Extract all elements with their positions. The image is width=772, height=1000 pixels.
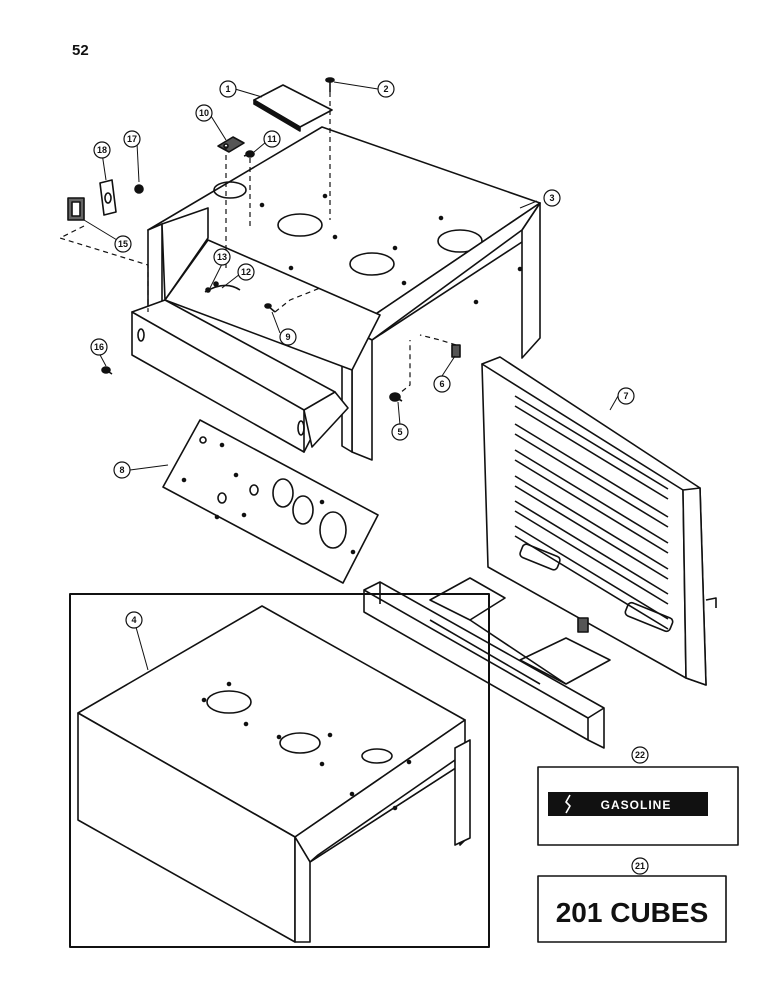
- gasoline-label: GASOLINE: [601, 798, 672, 812]
- gasoline-decal: GASOLINE: [537, 766, 739, 846]
- callout-7: 7: [623, 391, 628, 401]
- cover-plate: [253, 84, 333, 132]
- screw-small: [243, 150, 255, 158]
- gasket-plate: [99, 179, 117, 216]
- callout-markers: [90, 80, 649, 875]
- callout-21: 21: [635, 861, 645, 871]
- callout-1: 1: [225, 84, 230, 94]
- callout-17: 17: [127, 134, 137, 144]
- nut: [134, 184, 144, 194]
- callout-13: 13: [217, 252, 227, 262]
- dash-recess: [164, 239, 381, 371]
- front-bezel: [131, 299, 349, 453]
- clip-nut: [451, 344, 461, 358]
- screw: [325, 77, 335, 92]
- hood-alternate: [77, 605, 471, 943]
- page-number: 52: [72, 42, 89, 59]
- callout-10: 10: [199, 108, 209, 118]
- callout-11: 11: [267, 134, 277, 144]
- assembly-lines: [59, 92, 457, 398]
- side-grille-panel: [481, 356, 717, 686]
- inset-frame: [69, 593, 490, 948]
- callout-12: 12: [241, 267, 251, 277]
- key-switch: [67, 197, 85, 221]
- callout-4: 4: [131, 615, 136, 625]
- callout-18: 18: [97, 145, 107, 155]
- support-channel: [363, 577, 611, 749]
- callout-2: 2: [383, 84, 388, 94]
- callout-22: 22: [635, 750, 645, 760]
- cubes-decal: 201 CUBES: [537, 875, 727, 943]
- cubes-label: 201 CUBES: [556, 897, 709, 928]
- instrument-panel: [162, 419, 379, 584]
- bolt: [389, 392, 403, 402]
- callout-3: 3: [549, 193, 554, 203]
- callout-numbers: 1 2 3 4 5 6 7 8 9 10 11 12 13 15 16 17 1…: [94, 84, 645, 871]
- leader-lines: [83, 81, 619, 671]
- switch-bracket: [217, 136, 245, 153]
- callout-16: 16: [94, 342, 104, 352]
- callout-6: 6: [439, 379, 444, 389]
- callout-15: 15: [118, 239, 128, 249]
- bolt-16: [101, 366, 113, 375]
- callout-5: 5: [397, 427, 402, 437]
- callout-9: 9: [285, 332, 290, 342]
- callout-8: 8: [119, 465, 124, 475]
